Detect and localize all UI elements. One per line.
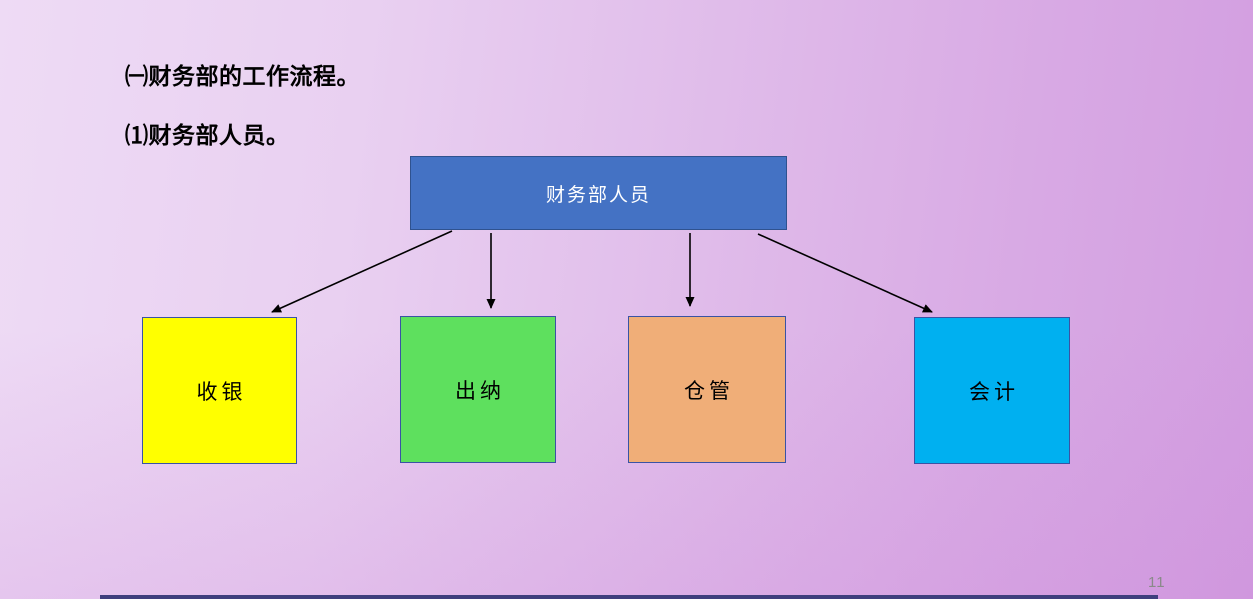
diagram-box-cashier: 收银	[142, 317, 297, 464]
diagram-box-teller: 出纳	[400, 316, 556, 463]
slide-page-number: 11	[1148, 574, 1166, 591]
diagram-box-teller-label: 出纳	[455, 379, 505, 403]
diagram-box-warehouse-label: 仓管	[684, 379, 734, 403]
diagram-box-accountant: 会计	[914, 317, 1070, 464]
slide-heading-line1: ㈠财务部的工作流程。	[125, 63, 360, 89]
footer-accent-bar	[100, 595, 1158, 599]
arrow-root-to-accountant	[757, 233, 933, 313]
arrow-root-to-cashier	[271, 230, 453, 313]
diagram-box-warehouse: 仓管	[628, 316, 786, 463]
diagram-box-accountant-label: 会计	[969, 380, 1019, 404]
diagram-root-box-label: 财务部人员	[545, 184, 651, 206]
diagram-box-cashier-label: 收银	[196, 380, 247, 404]
slide-heading-line2: ⑴财务部人员。	[125, 122, 290, 148]
diagram-root-box-finance-staff: 财务部人员	[410, 156, 787, 230]
